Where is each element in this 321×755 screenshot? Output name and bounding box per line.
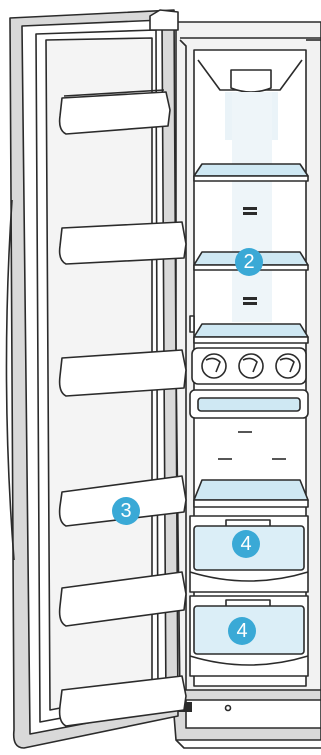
callout-badge: 4 bbox=[228, 617, 256, 645]
air-vents bbox=[243, 207, 257, 305]
callout-badge: 3 bbox=[112, 497, 140, 525]
cabinet-base bbox=[171, 689, 321, 749]
temperature-dials bbox=[191, 347, 307, 385]
light-housing bbox=[225, 69, 278, 322]
fridge-glass-shelf bbox=[193, 163, 309, 508]
callout-badge: 4 bbox=[232, 530, 260, 558]
callout-badge: 2 bbox=[235, 248, 263, 276]
deli-compartment bbox=[189, 389, 309, 460]
